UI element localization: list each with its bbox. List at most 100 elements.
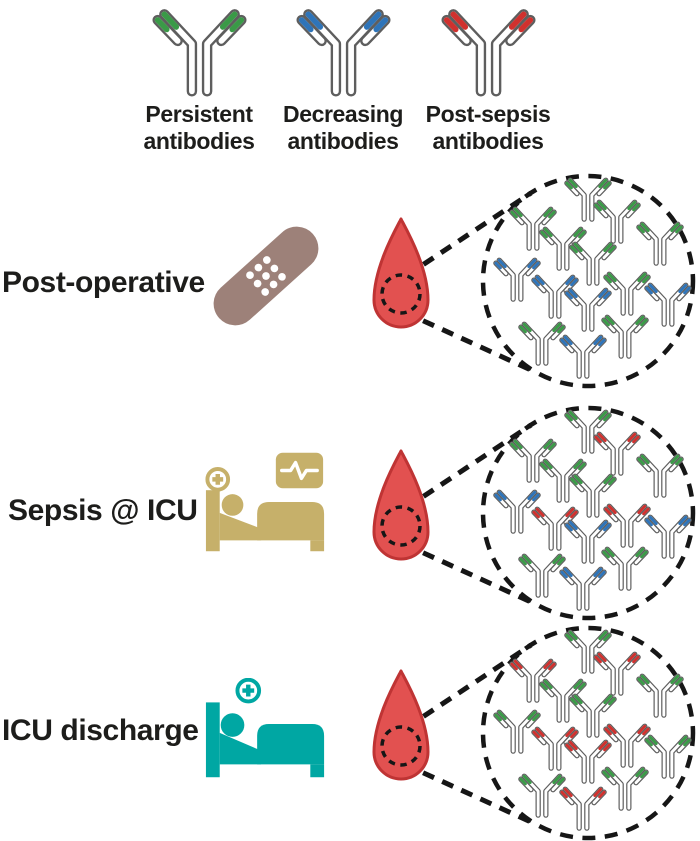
antibody-post_sepsis-icon [593,651,641,696]
antibody-persistent [569,470,617,518]
antibody-persistent [564,406,612,454]
antibody-post_sepsis-icon [531,726,579,771]
hospital-bed-discharge-icon-slot [202,677,330,783]
blood-drop-icon [372,449,430,561]
antibody-decreasing [493,254,541,302]
magnifier-cone-line [402,309,533,373]
magnifier-cone-line [404,422,533,511]
persistent-antibody-icon-slot [151,2,247,97]
legend-label-persistent: Persistent antibodies [143,101,255,154]
legend-item-post-sepsis: Post-sepsis antibodies [408,0,568,155]
antibody-persistent [564,174,612,222]
magnified-blood-sample-sepsis-icu [478,403,698,623]
row-label-post-operative: Post-operative [2,266,205,299]
antibody-persistent-icon [569,473,617,518]
sample-region-circle [380,273,422,315]
antibody-decreasing-icon [559,566,607,611]
antibody-post_sepsis [559,783,607,831]
antibody-post_sepsis-icon [593,431,641,476]
blood-drop-icon [372,669,430,781]
antibody-post_sepsis [593,428,641,476]
antibody-decreasing [493,486,541,534]
row-label-sepsis-icu: Sepsis @ ICU [8,494,198,527]
antibody-post_sepsis [531,503,579,551]
blood-sample-group [372,405,696,621]
bandage-icon-slot [202,212,330,345]
antibody-post_sepsis [564,736,612,784]
antibody-persistent [509,203,557,251]
legend-item-decreasing: Decreasing antibodies [263,0,423,155]
antibody-post_sepsis [531,723,579,771]
post-sepsis-antibody-icon-slot [440,2,536,97]
antibody-persistent [636,450,684,498]
antibody-persistent-icon [636,453,684,498]
antibody-persistent [644,731,692,779]
antibody-persistent-icon [593,199,641,244]
antibody-persistent [636,670,684,718]
antibody-post_sepsis [593,648,641,696]
antibody-persistent-icon [518,773,566,818]
antibody-persistent-icon [518,553,566,598]
antibody-persistent-icon [539,226,587,271]
antibody-post_sepsis-icon [603,503,651,548]
antibody-persistent-icon [564,177,612,222]
antibody-post_sepsis [509,655,557,703]
antibody-persistent-icon [564,629,612,674]
antibody-persistent-icon [518,321,566,366]
bandage-icon [213,226,319,326]
sample-region-circle [380,725,422,767]
antibody-persistent-icon [569,241,617,286]
patient-in-bed [205,702,325,778]
antibody-persistent [509,435,557,483]
magnifier-circle [480,405,696,621]
antibody-persistent [601,763,649,811]
antibody-decreasing-icon [493,489,541,534]
antibody-persistent [518,550,566,598]
antibody-persistent-icon [539,458,587,503]
antibody-post_sepsis-icon [603,723,651,768]
antibody-decreasing [531,271,579,319]
antibody-persistent [601,543,649,591]
antibody-decreasing [559,331,607,379]
antibody-persistent [493,706,541,754]
magnifier-cone-line [404,642,533,731]
antibody-decreasing-icon [559,334,607,379]
magnified-blood-sample-icu-discharge [478,623,698,841]
antibody-persistent [564,626,612,674]
antibody-decreasing-icon [531,274,579,319]
antibody-post_sepsis [603,720,651,768]
antibody-decreasing-icon [644,514,692,559]
antibody-decreasing-icon [493,257,541,302]
antibody-decreasing-icon [564,287,612,332]
hospital-bed-with-monitor-icon [205,452,325,552]
antibody-post_sepsis-icon [531,506,579,551]
blood-drop-icon [372,217,430,329]
antibody-persistent [636,218,684,266]
magnifier-cone-line [402,541,533,605]
antibody-decreasing [564,284,612,332]
antibody-persistent [539,455,587,503]
antibody-persistent-icon [509,438,557,483]
magnifier-circle [480,625,696,841]
antibody-persistent-icon [509,206,557,251]
magnified-blood-sample-post-operative [478,171,698,391]
antibody-decreasing [644,279,692,327]
antibody-decreasing-icon [564,519,612,564]
blood-sample-group [372,173,696,389]
antibody-persistent-icon [601,766,649,811]
antibody-persistent [518,318,566,366]
antibody-persistent [601,311,649,359]
persistent-antibody-icon [151,9,247,97]
hospital-bed-with-monitor-icon-slot [202,452,330,557]
hospital-bed-discharge-icon [205,677,325,778]
antibody-post_sepsis-icon [559,786,607,831]
antibody-decreasing [559,563,607,611]
post_sepsis-antibody-icon [440,9,536,97]
antibody-post_sepsis-icon [509,658,557,703]
antibody-persistent-icon [644,734,692,779]
legend-label-decreasing: Decreasing antibodies [282,101,403,154]
antibody-post_sepsis-icon [564,739,612,784]
legend-label-post-sepsis: Post-sepsis antibodies [425,101,551,154]
antibody-persistent [603,268,651,316]
